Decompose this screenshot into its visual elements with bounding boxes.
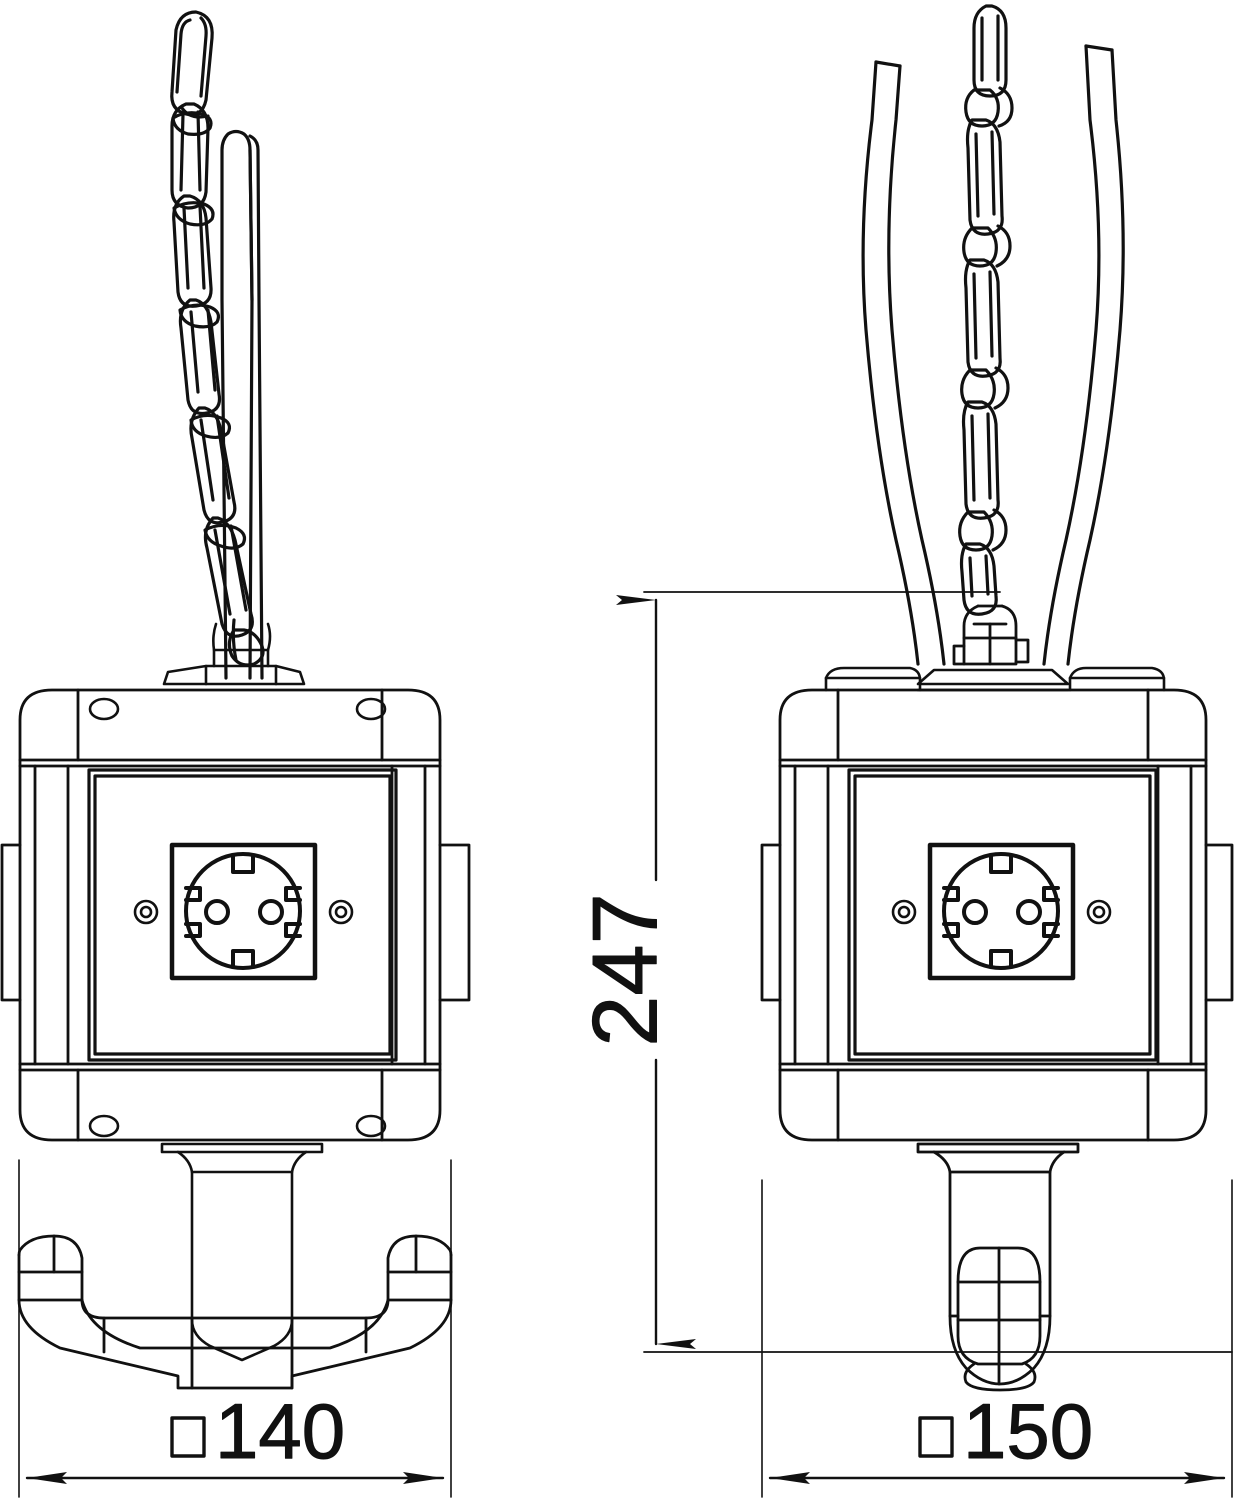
schuko-socket-side [942, 852, 1060, 970]
extension-lines-side [761, 1179, 1233, 1498]
suspension-chain-side [958, 4, 1014, 616]
suspension-cable-front [220, 129, 264, 680]
housing-side [778, 688, 1208, 1142]
dimension-height-label: 247 [574, 893, 676, 1047]
faceplate-side [847, 768, 1158, 1062]
schuko-socket-front [184, 852, 302, 970]
side-latch-right-front [438, 843, 471, 1002]
cable-gland-side-left [824, 666, 922, 692]
dimension-side-width-symbol [918, 1416, 954, 1458]
faceplate-front [87, 768, 398, 1062]
dimension-height-247 [616, 591, 1233, 1353]
extension-lines-front [18, 1159, 452, 1498]
faceplate-screws-side [891, 899, 1112, 925]
suspension-cable-side-left [861, 60, 946, 666]
cable-gland-front-bottom [160, 1142, 324, 1362]
side-latch-left-front [0, 843, 22, 1002]
side-latch-left-side [760, 843, 782, 1002]
socket-insert-front [169, 842, 318, 981]
socket-insert-side [927, 842, 1076, 981]
dimension-front-width-label: 140 [215, 1387, 345, 1475]
chain-shackle-side [952, 604, 1030, 666]
housing-front [18, 688, 442, 1142]
cable-gland-side-centre [916, 668, 1070, 692]
suspension-chain-front [170, 10, 265, 667]
front-view [0, 10, 471, 1498]
suspension-cable-side-right [1042, 44, 1125, 666]
dimension-front-width-symbol [170, 1416, 206, 1458]
protective-bumper-front [17, 1234, 453, 1390]
cable-gland-front-top [162, 622, 306, 686]
side-view [760, 4, 1234, 1498]
protective-bumper-side [916, 1142, 1080, 1392]
dimension-side-width-label: 150 [963, 1387, 1093, 1475]
side-latch-right-side [1204, 843, 1234, 1002]
cable-gland-side-right [1068, 666, 1166, 692]
faceplate-screws-front [133, 899, 354, 925]
housing-screw-holes-front [88, 697, 387, 1138]
